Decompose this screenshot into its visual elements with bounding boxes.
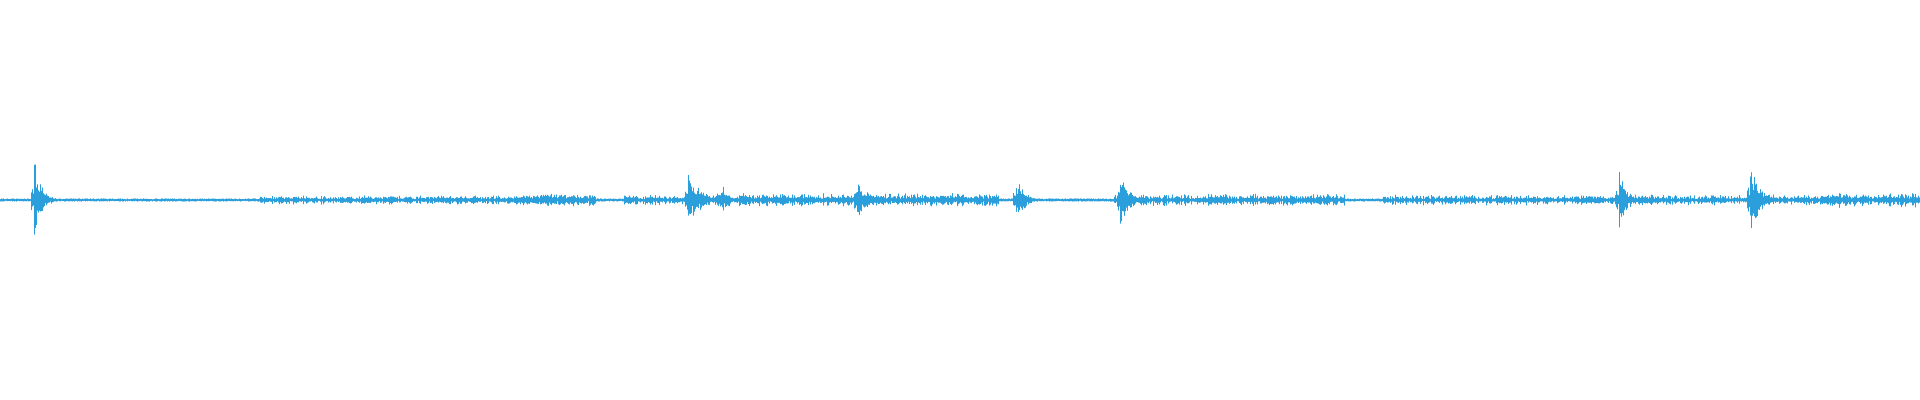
waveform-trace — [0, 164, 1920, 235]
